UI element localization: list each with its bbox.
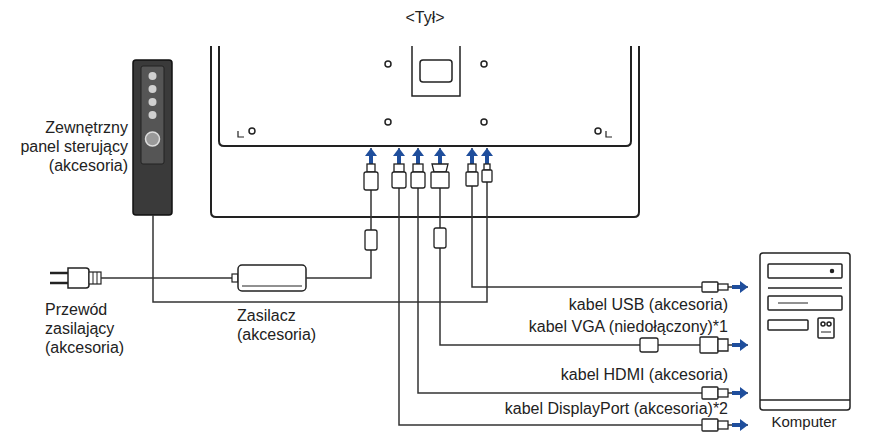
node-label: Komputer: [748, 413, 860, 430]
arrow-head: [732, 339, 748, 351]
arrow-head: [412, 148, 424, 164]
monitor-back: <Tył>: [210, 0, 640, 148]
power-cord: Przewód zasilający (akcesoria): [40, 262, 140, 362]
cable-line: [472, 148, 748, 287]
arrow-head: [393, 148, 405, 164]
cable-line: [418, 148, 748, 393]
node-label: <Tył>: [210, 8, 640, 27]
arrow-head: [365, 148, 377, 164]
cable-connector: [434, 148, 748, 351]
arrow-head: [434, 148, 446, 164]
cable-connector: [393, 148, 748, 431]
node-label: Zasilacz (akcesoria): [237, 306, 333, 344]
monitor-back: [211, 46, 639, 217]
cable-line: [140, 277, 228, 279]
arrow-head: [732, 419, 748, 431]
cable-label: kabel USB (akcesoria): [567, 296, 730, 314]
screw-holes: [249, 61, 601, 134]
control-panel: Zewnętrzny panel sterujący (akcesoria): [0, 55, 175, 218]
power-plug-icon: [50, 268, 140, 288]
power-adapter: Zasilacz (akcesoria): [228, 262, 335, 348]
node-label: Zewnętrzny panel sterujący (akcesoria): [10, 118, 128, 175]
cable-connector: [466, 148, 748, 293]
computer-side-plugs: [640, 282, 728, 431]
control-panel-icon: [133, 60, 172, 218]
arrow-head: [732, 387, 748, 399]
cable-connector: [153, 148, 493, 302]
cable-connector: [335, 148, 377, 278]
node-label: Przewód zasilający (akcesoria): [45, 300, 137, 357]
cable-label: kabel DisplayPort (akcesoria)*2: [503, 400, 730, 418]
pc-drawing: [748, 250, 860, 432]
monitor-side-plugs: [364, 164, 492, 250]
power-adapter-icon: [228, 265, 335, 291]
arrow-head: [732, 281, 748, 293]
cable-line: [440, 148, 748, 345]
computer: Komputer: [748, 250, 860, 432]
cable-connector: [140, 278, 228, 279]
arrow-head: [466, 148, 478, 164]
cable-label: kabel HDMI (akcesoria): [559, 366, 730, 384]
computer-tower-icon: [760, 253, 850, 410]
cable-label: kabel VGA (niedołączony)*1: [527, 318, 730, 336]
cable-line: [335, 148, 371, 278]
panel-drawing: [0, 55, 175, 218]
cable-connector: [412, 148, 748, 399]
cable-line: [399, 148, 748, 425]
cable-line: [153, 148, 487, 302]
arrow-head: [481, 148, 493, 164]
